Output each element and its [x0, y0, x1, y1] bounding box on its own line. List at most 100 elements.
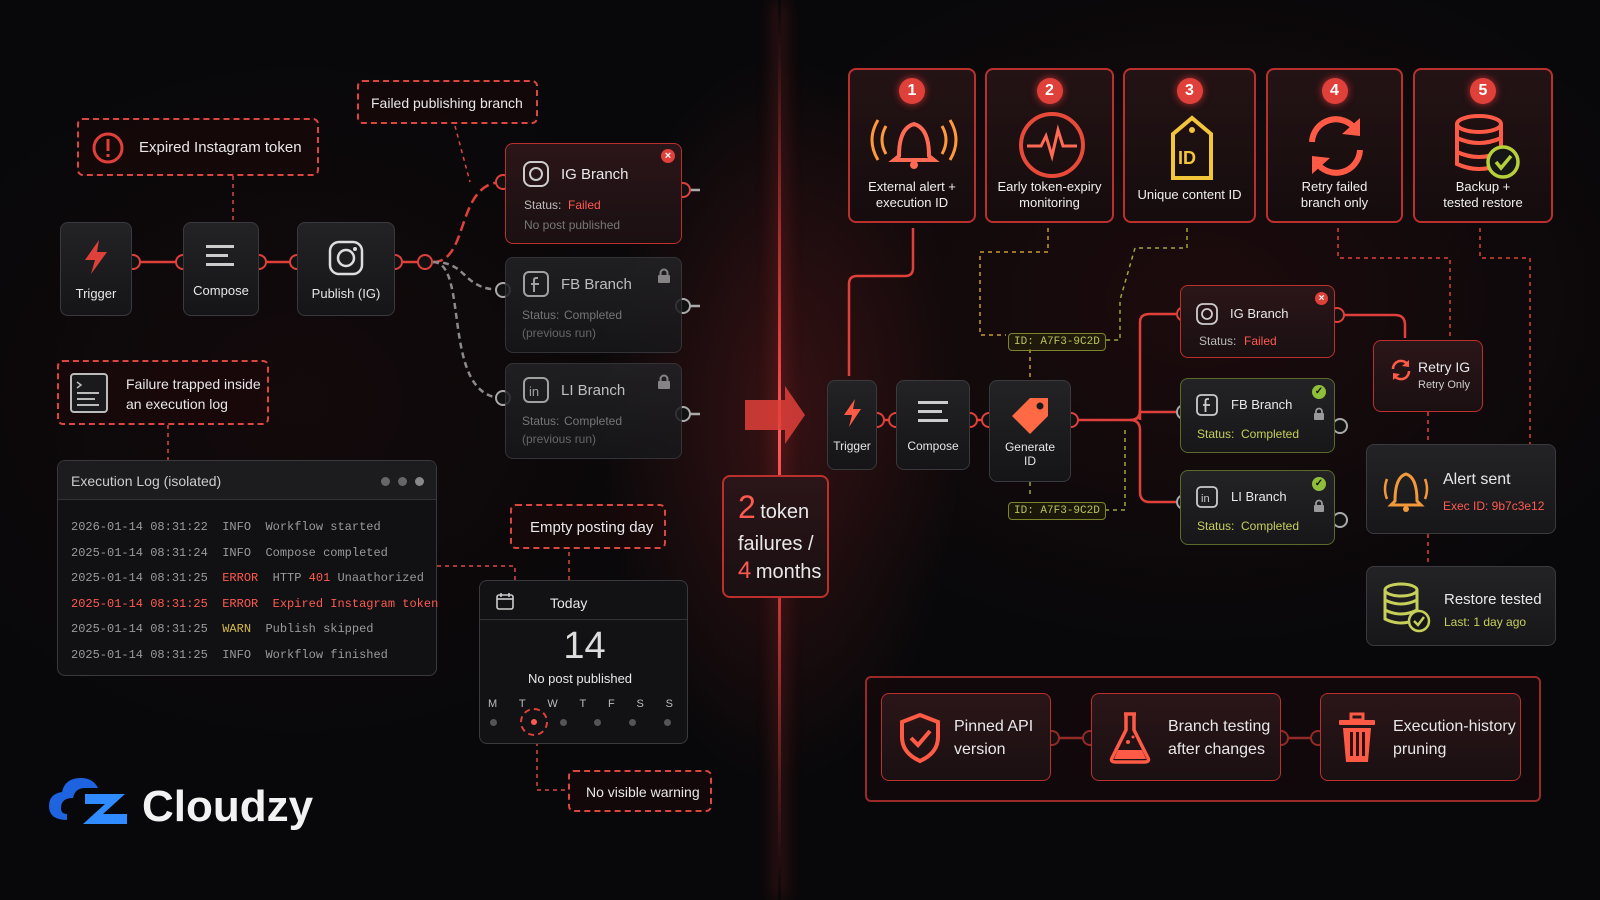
svg-text:in: in	[529, 384, 539, 399]
log-title: Execution Log (isolated)	[71, 473, 222, 489]
failed-branch-callout: Failed publishing branch	[357, 80, 538, 124]
li-branch-card-v2[interactable]: in LI Branch Status: Completed ✓	[1180, 470, 1335, 545]
id-tag-icon: ID	[1171, 115, 1213, 180]
retry-ig-title: Retry IG	[1418, 359, 1471, 375]
generate-label-2: ID	[1024, 454, 1036, 468]
fb-status-label-v2: Status:	[1197, 427, 1235, 441]
calendar-note: No post published	[527, 671, 633, 686]
trigger-node-v2[interactable]: Trigger	[827, 380, 877, 470]
brand-name: Cloudzy	[142, 782, 314, 831]
failed-branch-label: Failed publishing branch	[371, 95, 523, 111]
facebook-icon	[1196, 394, 1218, 416]
fb-branch-name: FB Branch	[561, 276, 632, 293]
retry-ig-card[interactable]: Retry IG Retry Only	[1373, 340, 1483, 412]
id-tag-top: ID: A7F3-9C2D	[1008, 333, 1106, 351]
fix-label-5a: Backup +	[1455, 179, 1511, 194]
facebook-icon	[523, 271, 549, 297]
restore-title: Restore tested	[1444, 591, 1542, 608]
trash-icon	[1339, 712, 1375, 762]
fix-card-backup: 5 Backup +tested restore	[1413, 68, 1553, 223]
practice-label-2a: Branch testing	[1168, 718, 1271, 735]
generate-label-1: Generate	[1004, 440, 1056, 454]
failure-trapped-line2: an execution log	[126, 396, 228, 412]
fix-label-1a: External alert +	[868, 179, 956, 194]
error-x-icon: ×	[661, 149, 675, 163]
practice-history-pruning: Execution-history pruning	[1320, 693, 1521, 781]
fix-number-badge: 1	[899, 78, 925, 104]
check-icon: ✓	[1312, 477, 1326, 491]
linkedin-icon: in	[523, 377, 549, 403]
shield-check-icon	[900, 712, 940, 764]
instagram-icon	[328, 240, 364, 275]
compose-node-v2[interactable]: Compose	[896, 380, 970, 470]
trigger-label: Trigger	[833, 439, 871, 453]
alert-sent-card: Alert sent Exec ID: 9b7c3e12	[1366, 444, 1556, 534]
ig-branch-name: IG Branch	[561, 166, 629, 183]
trigger-label: Trigger	[75, 285, 117, 301]
fix-number-badge: 3	[1176, 78, 1203, 104]
log-row: 2025-01-14 08:31:25 ERROR HTTP 401 Unaat…	[71, 571, 424, 585]
check-icon: ✓	[1312, 385, 1326, 399]
expired-token-callout: Expired Instagram token	[77, 118, 319, 176]
fb-branch-note: (previous run)	[522, 326, 597, 340]
cloudzy-logo-icon	[49, 778, 127, 824]
fix-label-2a: Early token-expiry	[997, 179, 1102, 194]
li-branch-card[interactable]: in LI Branch Status: Completed (previous…	[505, 363, 682, 459]
fix-label-4b: branch only	[1300, 195, 1369, 210]
publish-ig-node[interactable]: Publish (IG)	[297, 222, 395, 316]
li-status-value: Completed	[564, 414, 623, 428]
retry-ig-sub: Retry Only	[1418, 379, 1470, 391]
practice-branch-testing: Branch testing after changes	[1091, 693, 1281, 781]
execution-log-panel: Execution Log (isolated) 2026-01-14 08:3…	[57, 460, 439, 676]
trigger-node[interactable]: Trigger	[60, 222, 132, 316]
fb-status-value: Completed	[564, 308, 623, 322]
fb-branch-card[interactable]: FB Branch Status: Completed (previous ru…	[505, 257, 682, 353]
practice-label-1a: Pinned API	[954, 718, 1034, 735]
lock-icon	[1314, 407, 1324, 420]
practice-label-2b: after changes	[1168, 741, 1265, 758]
ig-branch-card-v2[interactable]: IG Branch Status: Failed ×	[1180, 285, 1335, 358]
log-row: 2026-01-14 08:31:22 INFO Workflow starte…	[71, 520, 381, 534]
svg-text:in: in	[1201, 493, 1210, 505]
log-row-error: 2025-01-14 08:31:25 ERROR Expired Instag…	[71, 596, 439, 611]
fix-label-4a: Retry failed	[1301, 179, 1368, 194]
li-branch-name: LI Branch	[561, 382, 626, 399]
generate-id-node[interactable]: Generate ID	[989, 380, 1071, 482]
ig-branch-card[interactable]: IG Branch Status: Failed No post publish…	[505, 143, 682, 244]
ig-status-value-v2: Failed	[1244, 334, 1277, 348]
stat-word-3: months	[755, 561, 822, 583]
database-check-icon	[1383, 582, 1431, 633]
database-check-icon	[1455, 114, 1520, 179]
ig-status-label: Status:	[524, 198, 562, 212]
lines-icon	[918, 401, 948, 422]
ig-status-value: Failed	[568, 198, 601, 212]
fix-number-badge: 2	[1036, 78, 1063, 104]
day-dots	[490, 719, 671, 726]
expired-token-label: Expired Instagram token	[139, 139, 302, 156]
alert-circle-icon	[92, 132, 124, 164]
bell-icon	[870, 119, 958, 169]
restore-tested-card: Restore tested Last: 1 day ago	[1366, 566, 1556, 646]
center-divider	[778, 0, 781, 900]
log-row: 2025-01-14 08:31:25 INFO Workflow finish…	[71, 647, 388, 662]
tag-icon	[1012, 398, 1048, 434]
today-marker	[520, 708, 548, 736]
alert-sent-title: Alert sent	[1443, 471, 1511, 488]
li-status-label-v2: Status:	[1197, 519, 1235, 533]
fb-branch-card-v2[interactable]: FB Branch Status: Completed ✓	[1180, 378, 1335, 453]
flask-icon	[1109, 712, 1151, 764]
compose-node[interactable]: Compose	[183, 222, 259, 316]
practice-label-3a: Execution-history	[1393, 718, 1516, 735]
li-status-value-v2: Completed	[1241, 519, 1300, 533]
linkedin-icon: in	[1196, 486, 1218, 508]
fix-number-badge: 5	[1470, 78, 1496, 104]
log-row: 2025-01-14 08:31:25 WARN Publish skipped	[71, 622, 374, 636]
practice-pinned-api: Pinned API version	[881, 693, 1051, 781]
id-tag-bottom: ID: A7F3-9C2D	[1008, 502, 1106, 520]
empty-day-label: Empty posting day	[530, 519, 654, 536]
stat-word-2: failures /	[738, 533, 814, 555]
calendar-icon	[496, 593, 514, 610]
no-warning-callout: No visible warning	[568, 770, 712, 812]
